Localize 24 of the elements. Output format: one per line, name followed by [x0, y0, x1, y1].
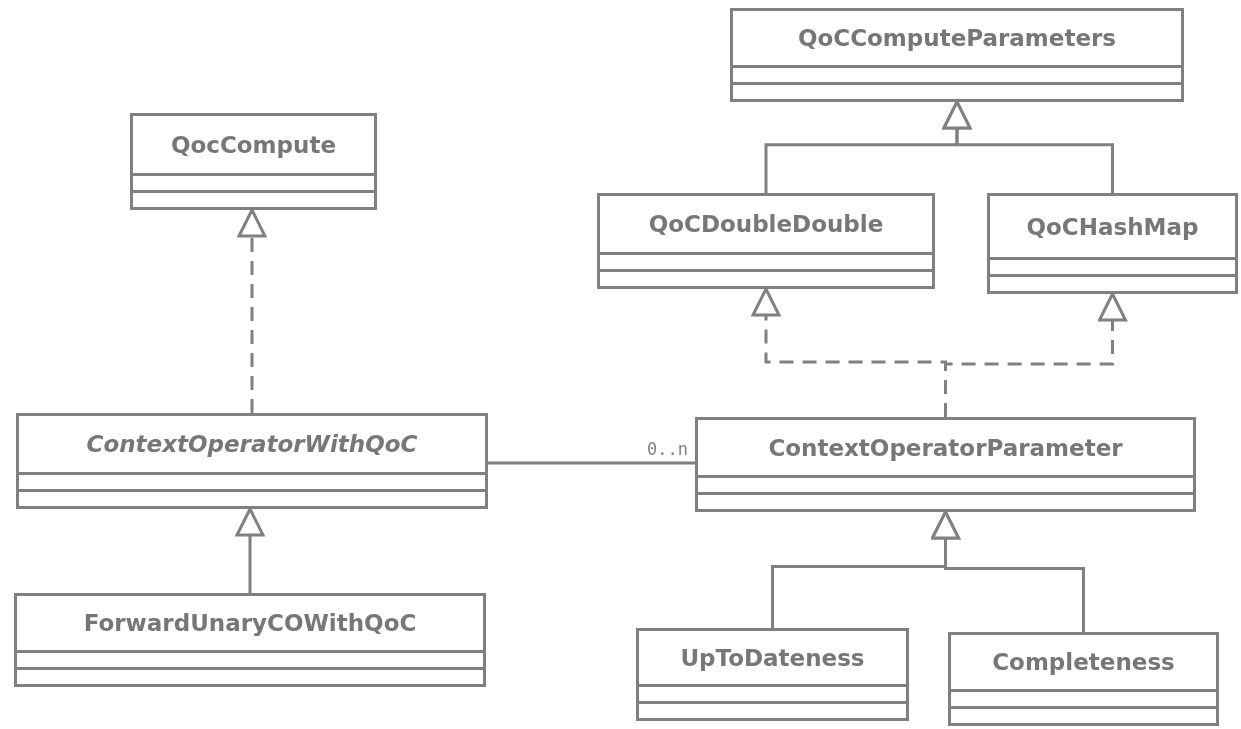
class-name: QocCompute	[170, 131, 337, 158]
class-name: ContextOperatorParameter	[768, 434, 1123, 461]
class-name: ForwardUnaryCOWithQoC	[83, 610, 417, 636]
class-box	[987, 193, 1238, 294]
class-name: UpToDateness	[680, 644, 865, 671]
class-box	[695, 417, 1196, 512]
inheritance-arrow	[235, 507, 265, 593]
class-box	[16, 413, 488, 509]
class-name: QoCHashMap	[1026, 213, 1199, 240]
class-box	[636, 628, 909, 721]
class-name: Completeness	[992, 649, 1175, 675]
class-name: QoCComputeParameters	[797, 25, 1117, 51]
class-box	[14, 593, 486, 687]
class-box	[130, 113, 377, 210]
inheritance-arrow	[944, 292, 1127, 417]
class-name: ContextOperatorWithQoC	[86, 431, 418, 457]
inheritance-arrow	[237, 208, 267, 413]
class-box	[597, 193, 935, 289]
class-box	[730, 8, 1184, 102]
class-name: QoCDoubleDouble	[648, 211, 884, 237]
inheritance-arrow	[931, 510, 1085, 632]
class-box	[948, 632, 1219, 726]
inheritance-arrow	[942, 100, 1114, 193]
association-line	[488, 461, 695, 465]
